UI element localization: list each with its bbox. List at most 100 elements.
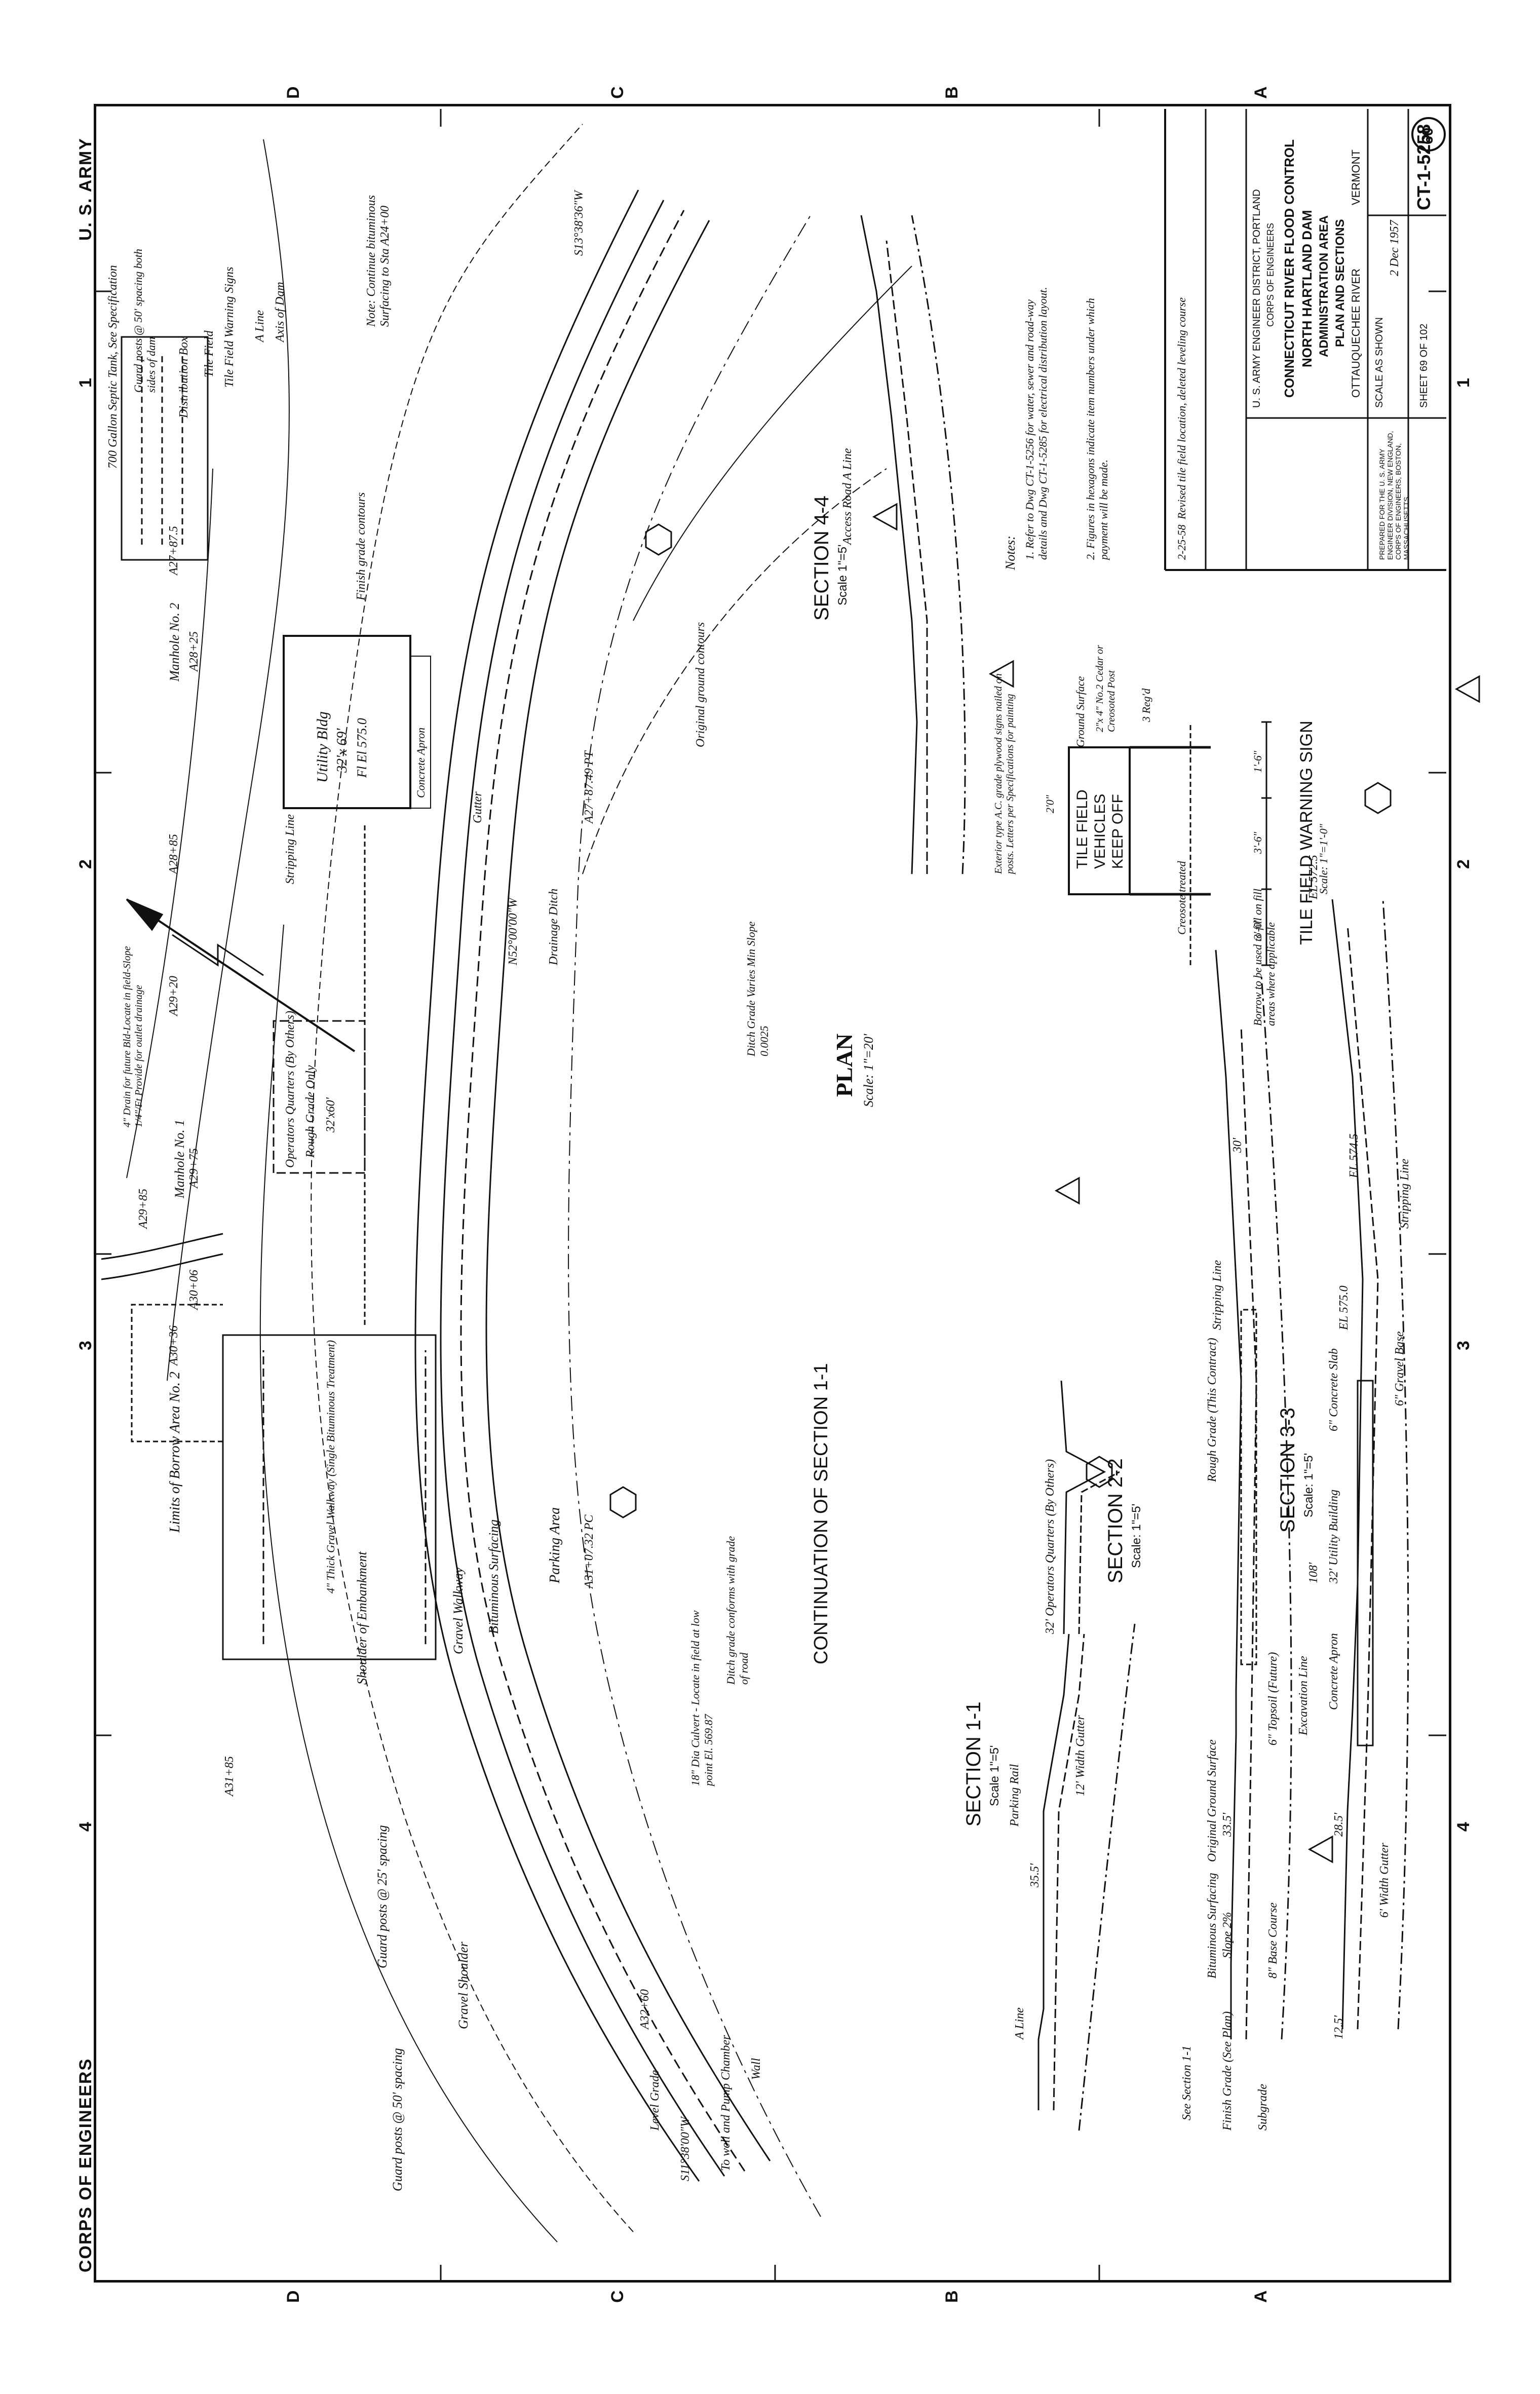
sign-paint-note: Exterior type A.C. grade plywood signs n…	[993, 673, 1016, 874]
section-1-1-title: SECTION 1-1	[962, 1701, 985, 1827]
label-to-well: To well and Pump Chamber	[719, 2035, 733, 2171]
sec-parking-rail: Parking Rail	[1008, 1764, 1021, 1827]
tb-agency-1: U. S. ARMY ENGINEER DISTRICT, PORTLAND	[1251, 189, 1262, 408]
label-drainage-ditch: Drainage Ditch	[547, 888, 560, 965]
label-level-grade: Level Grade	[648, 2070, 662, 2131]
section-2-2-scale: Scale: 1"=5'	[1130, 1503, 1143, 1568]
tb-agency-2: CORPS OF ENGINEERS	[1265, 222, 1276, 327]
sec-dim-108: 108'	[1307, 1562, 1320, 1583]
label-utility-bldg: Utility Bldg	[314, 711, 331, 783]
plan-scale: Scale: 1"=20'	[861, 1034, 876, 1108]
label-bituminous-surfacing: Bituminous Surfacing	[486, 1519, 501, 1634]
sign-post: 2"x 4" No.2 Cedar or Creosoted Post	[1094, 645, 1117, 732]
label-rough-grade: Rough Grade Only	[304, 1065, 317, 1158]
section-3-3-scale: Scale: 1"=5'	[1302, 1453, 1316, 1517]
sec-subgrade: Subgrade	[1256, 2084, 1269, 2131]
sec-excavation: Excavation Line	[1297, 1656, 1310, 1735]
label-a30-06: A30+06	[187, 1270, 201, 1310]
sign-title: TILE FIELD WARNING SIGN	[1297, 720, 1316, 945]
label-shoulder-embankment: Shoulder of Embankment	[355, 1551, 369, 1685]
plan-title: PLAN	[831, 1033, 857, 1097]
sec-access-road: Access Road A Line	[841, 448, 854, 545]
section-3-3-title: SECTION 3-3	[1277, 1408, 1299, 1533]
label-a29-20: A29+20	[167, 976, 180, 1016]
note-2: 2. Figures in hexagons indicate item num…	[1084, 298, 1110, 560]
label-a30-36: A30+36	[167, 1325, 180, 1365]
label-distribution-box: Distribution Box	[177, 336, 190, 418]
label-bearing-1: S11°38'00"W	[679, 2116, 692, 2181]
sec-concrete-slab: 6" Concrete Slab	[1327, 1348, 1340, 1431]
tb-sheet-title: PLAN AND SECTIONS	[1333, 219, 1347, 347]
label-a27-49: A27+87.49 PT	[583, 751, 596, 823]
label-a27-87: A27+87.5	[167, 526, 180, 575]
notes-title: Notes:	[1003, 536, 1018, 570]
sec-dim-28-5: 28.5'	[1332, 1812, 1345, 1837]
label-gravel-walkway: Gravel Walkway	[451, 1567, 466, 1654]
sign-dim-2: 3'-6"	[1251, 831, 1264, 854]
tb-river: OTTAUQUECHEE RIVER	[1350, 268, 1362, 398]
label-a31-85: A31+85	[223, 1756, 236, 1796]
section-1-1-scale: Scale 1"=5'	[988, 1745, 1002, 1806]
label-stripping-line: Stripping Line	[284, 814, 297, 884]
tb-circle-number: 60	[1419, 127, 1436, 144]
tb-revision-date: 2-25-58	[1175, 524, 1188, 560]
tb-project: CONNECTICUT RIVER FLOOD CONTROL	[1282, 139, 1297, 398]
label-drain-note: 4" Drain for future Bld-Locate in field-…	[122, 946, 144, 1127]
sec-a-line: A Line	[1013, 2007, 1026, 2039]
sec-dim-35-5: 35.5'	[1028, 1863, 1042, 1887]
label-ditch-grade-2: Ditch Grade Varies Min Slope 0.0025	[745, 921, 771, 1056]
label-a29-85: A29+85	[137, 1189, 150, 1229]
note-1: 1. Refer to Dwg CT-1-5256 for water, sew…	[1023, 287, 1049, 560]
sec-el-574-5: EL 574.5	[1348, 1133, 1361, 1178]
label-tile-field: Tile Field	[203, 330, 216, 377]
label-a28-85: A28+85	[167, 834, 180, 874]
label-gutter: Gutter	[471, 791, 484, 823]
sec-stripping: Stripping Line	[1211, 1260, 1224, 1330]
sec-bituminous: Bituminous Surfacing	[1206, 1873, 1219, 1979]
tb-area: ADMINISTRATION AREA	[1317, 215, 1331, 357]
sec-gravel-base: 6" Gravel Base	[1393, 1331, 1406, 1406]
label-septic: 700 Gallon Septic Tank, See Specificatio…	[106, 265, 120, 469]
label-operators-quarters: Operators Quarters (By Others)	[284, 1011, 297, 1168]
label-thick-gravel: 4" Thick Gravel Walkway (Single Bitumino…	[324, 1340, 337, 1593]
section-2-2-title: SECTION 2-2	[1104, 1458, 1127, 1583]
sec-base-course: 8" Base Course	[1266, 1902, 1280, 1979]
sign-creosote: Creosote treated	[1175, 861, 1188, 935]
tb-dam: NORTH HARTLAND DAM	[1299, 210, 1315, 367]
sec-ops32: 32' Operators Quarters (By Others)	[1044, 1459, 1057, 1634]
label-gravel-shoulder: Gravel Shoulder	[456, 1942, 471, 2029]
label-original-contours: Original ground contours	[694, 622, 707, 747]
label-a28-25: A28+25	[187, 631, 201, 671]
label-concrete-apron: Concrete Apron	[414, 727, 427, 798]
sec-dim-33-5: 33.5'	[1221, 1812, 1234, 1837]
sec-borrow-fill: Borrow to be used to fill on fill areas …	[1251, 888, 1277, 1026]
sign-scale: Scale: 1"=1'-0"	[1317, 824, 1330, 894]
tb-date: 2 Dec 1957	[1388, 220, 1401, 276]
sec-stripping-line: Stripping Line	[1398, 1158, 1411, 1229]
sign-dim-1: 3'-0"	[1251, 918, 1264, 940]
sec-dim-30: 30'	[1231, 1137, 1244, 1153]
sec-rough-grade: Rough Grade (This Contract)	[1206, 1338, 1219, 1482]
sec-finish-grade: Finish Grade (See Plan)	[1221, 2011, 1234, 2131]
sec-topsoil: 6" Topsoil (Future)	[1266, 1652, 1280, 1745]
sec-dim-12-5: 12.5'	[1332, 2015, 1345, 2039]
label-finish-contours: Finish grade contours	[355, 492, 368, 600]
sec-concrete-apron: Concrete Apron	[1327, 1633, 1340, 1710]
label-parking-area: Parking Area	[547, 1507, 563, 1583]
label-guard-posts: Guard posts @ 50' spacing	[390, 2048, 405, 2191]
label-fl-el: Fl El 575.0	[355, 718, 369, 778]
sign-dim-207: 2'0"	[1044, 795, 1056, 813]
label-a32-60: A32+60	[638, 1989, 651, 2029]
label-limits-borrow: Limits of Borrow Area No. 2	[167, 1372, 183, 1533]
sign-text-3: KEEP OFF	[1109, 794, 1126, 869]
label-utility-size: 32'x 69'	[334, 728, 350, 773]
label-bearing-2: N52°00'00"W	[507, 898, 520, 965]
tb-sheet: SHEET 69 OF 102	[1418, 323, 1430, 408]
sec-see-section: See Section 1-1	[1180, 2045, 1194, 2120]
tb-state: VERMONT	[1350, 149, 1362, 205]
label-culvert: 18" Dia Culvert - Locate in field at low…	[689, 1610, 715, 1786]
tb-prepared: PREPARED FOR THE U. S. ARMY ENGINEER DIV…	[1378, 431, 1410, 560]
